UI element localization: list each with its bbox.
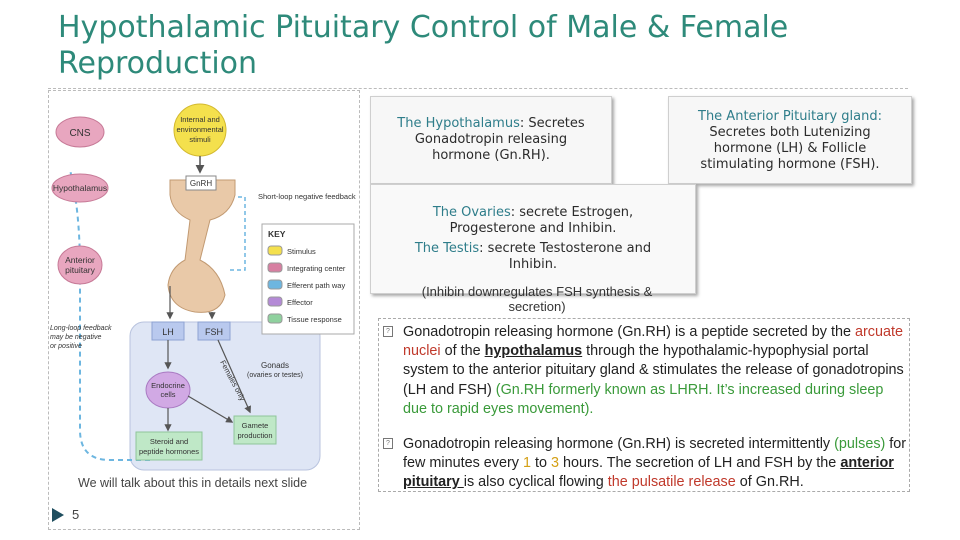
key-item-label: Tissue response [287, 315, 342, 324]
key-item-label: Integrating center [287, 264, 346, 273]
title-divider [48, 88, 908, 89]
lh-label: LH [162, 327, 174, 337]
b2-text-2: (pulses) [834, 436, 886, 452]
inhibin-note: (Inhibin downregulates FSH synthesis & s… [421, 284, 653, 314]
long-loop-label-2: may be negative [50, 334, 101, 341]
endocrine-label-2: cells [160, 390, 175, 399]
b2-text-7: hours. The secretion of LH and FSH by th… [559, 455, 841, 472]
b1-text-6: (Gn.RH formerly known as LHRH. It’s incr… [403, 381, 884, 417]
key-swatch [267, 245, 283, 256]
b2-text-1: Gonadotropin releasing hormone (Gn.RH) i… [403, 436, 835, 452]
key-title: KEY [268, 229, 286, 239]
ovaries-heading: The Ovaries [432, 205, 511, 220]
internal-label-3: stimuli [189, 135, 211, 144]
steroid-label-2: peptide hormones [139, 447, 199, 456]
testis-heading: The Testis [414, 241, 480, 256]
ovaries-text-2: Progesterone and Inhibin. [449, 221, 617, 236]
b1-text-5: through the hypothalamic-hypophysial por… [403, 343, 904, 398]
short-loop-path [230, 196, 246, 271]
internal-label-1: Internal and [180, 115, 220, 124]
key-swatch [267, 262, 283, 273]
b1-text-4: hypothalamus [484, 343, 583, 360]
bullet-gnrh-secretion: ? Gonadotropin releasing hormone (Gn.RH)… [379, 323, 909, 419]
key-item-label: Effector [287, 298, 313, 307]
b2-text-3: for few minutes every [403, 436, 907, 472]
b2-text-11: of Gn.RH. [735, 474, 804, 491]
hypothalamus-label: Hypothalamus [53, 183, 107, 193]
b2-text-4: 1 [522, 455, 531, 472]
pituitary-info-box: The Anterior Pituitary gland: Secretes b… [668, 96, 912, 184]
bullet-gnrh-pulses: ? Gonadotropin releasing hormone (Gn.RH)… [379, 435, 909, 493]
hypothalamus-node [51, 173, 109, 203]
pituitary-heading: The Anterior Pituitary gland: [698, 109, 882, 124]
gonads-info-box: The Ovaries: secrete Estrogen, Progester… [370, 184, 696, 294]
hpg-axis-diagram: CNS Hypothalamus Anterior pituitary Inte… [50, 103, 356, 471]
footer-note: We will talk about this in details next … [78, 476, 308, 490]
key-swatch [267, 279, 283, 290]
testis-text-2: Inhibin. [508, 257, 558, 272]
gnrh-box [185, 175, 217, 191]
b1-text-1: Gonadotropin releasing hormone (Gn.RH) i… [403, 324, 855, 340]
key-item-label: Efferent path way [287, 281, 345, 290]
b2-text-10: the pulsatile release [607, 474, 736, 491]
b2-text-9: is also cyclical flowing [463, 474, 608, 491]
hypothalamus-info-box: The Hypothalamus: Secretes Gonadotropin … [370, 96, 612, 184]
slide-number: 5 [72, 507, 80, 522]
slide-title: Hypothalamic Pituitary Control of Male &… [58, 10, 789, 81]
endocrine-to-gamete-arrow [187, 395, 234, 423]
key-swatch [267, 313, 283, 324]
internal-label-2: environmental [176, 125, 223, 134]
gamete-box [233, 415, 277, 445]
anterior-pituitary-node [57, 245, 103, 285]
long-loop-label-1: Long-loop feedback [50, 325, 112, 332]
steroid-box [135, 431, 203, 461]
bullet-marker-icon: ? [383, 326, 393, 337]
pituitary-anatomy [167, 179, 236, 313]
hypothalamus-heading: The Hypothalamus [397, 116, 520, 131]
key-item-label: Stimulus [287, 247, 316, 256]
gonads-label-2: (ovaries or testes) [247, 372, 303, 379]
long-loop-feedback-path [69, 169, 150, 461]
b2-text-6: 3 [550, 455, 559, 472]
gamete-label-1: Gamete [242, 421, 269, 430]
b1-text-2: arcuate nuclei [403, 324, 903, 360]
hypothalamus-text-3: hormone (Gn.RH). [432, 148, 550, 163]
bullet-list: ? Gonadotropin releasing hormone (Gn.RH)… [378, 318, 910, 492]
gamete-label-2: production [237, 431, 272, 440]
b2-text-5: to [530, 455, 551, 472]
cns-label: CNS [69, 128, 90, 139]
b1-text-3: of the [440, 343, 485, 360]
fsh-box [197, 321, 231, 341]
steroid-label-1: Steroid and [150, 437, 188, 446]
bullet-marker-icon: ? [383, 438, 393, 449]
short-loop-label: Short-loop negative feedback [258, 192, 356, 201]
slide-arrow-icon [52, 508, 64, 522]
pituitary-text-2: hormone (LH) & Follicle [713, 141, 867, 156]
pituitary-label: pituitary [65, 265, 96, 275]
pituitary-text-3: stimulating hormone (FSH). [700, 157, 880, 172]
gonads-label-1: Gonads [261, 361, 289, 370]
hypothalamus-text-2: Gonadotropin releasing [414, 132, 568, 147]
fsh-label: FSH [205, 327, 223, 337]
hypothalamus-text-1: : Secretes [519, 116, 585, 131]
fsh-to-gamete-arrow [217, 339, 251, 414]
long-loop-label-3: or positive [50, 343, 82, 350]
cns-node [55, 116, 105, 148]
endocrine-label-1: Endocrine [151, 381, 185, 390]
anterior-label: Anterior [65, 255, 95, 265]
key-swatch [267, 296, 283, 307]
ovaries-text-1: : secrete Estrogen, [510, 205, 634, 220]
gnrh-label: GnRH [190, 179, 212, 188]
pituitary-text-1: Secretes both Lutenizing [709, 125, 871, 140]
testis-text-1: : secrete Testosterone and [479, 241, 652, 256]
b2-text-8: anterior pituitary [403, 455, 894, 491]
